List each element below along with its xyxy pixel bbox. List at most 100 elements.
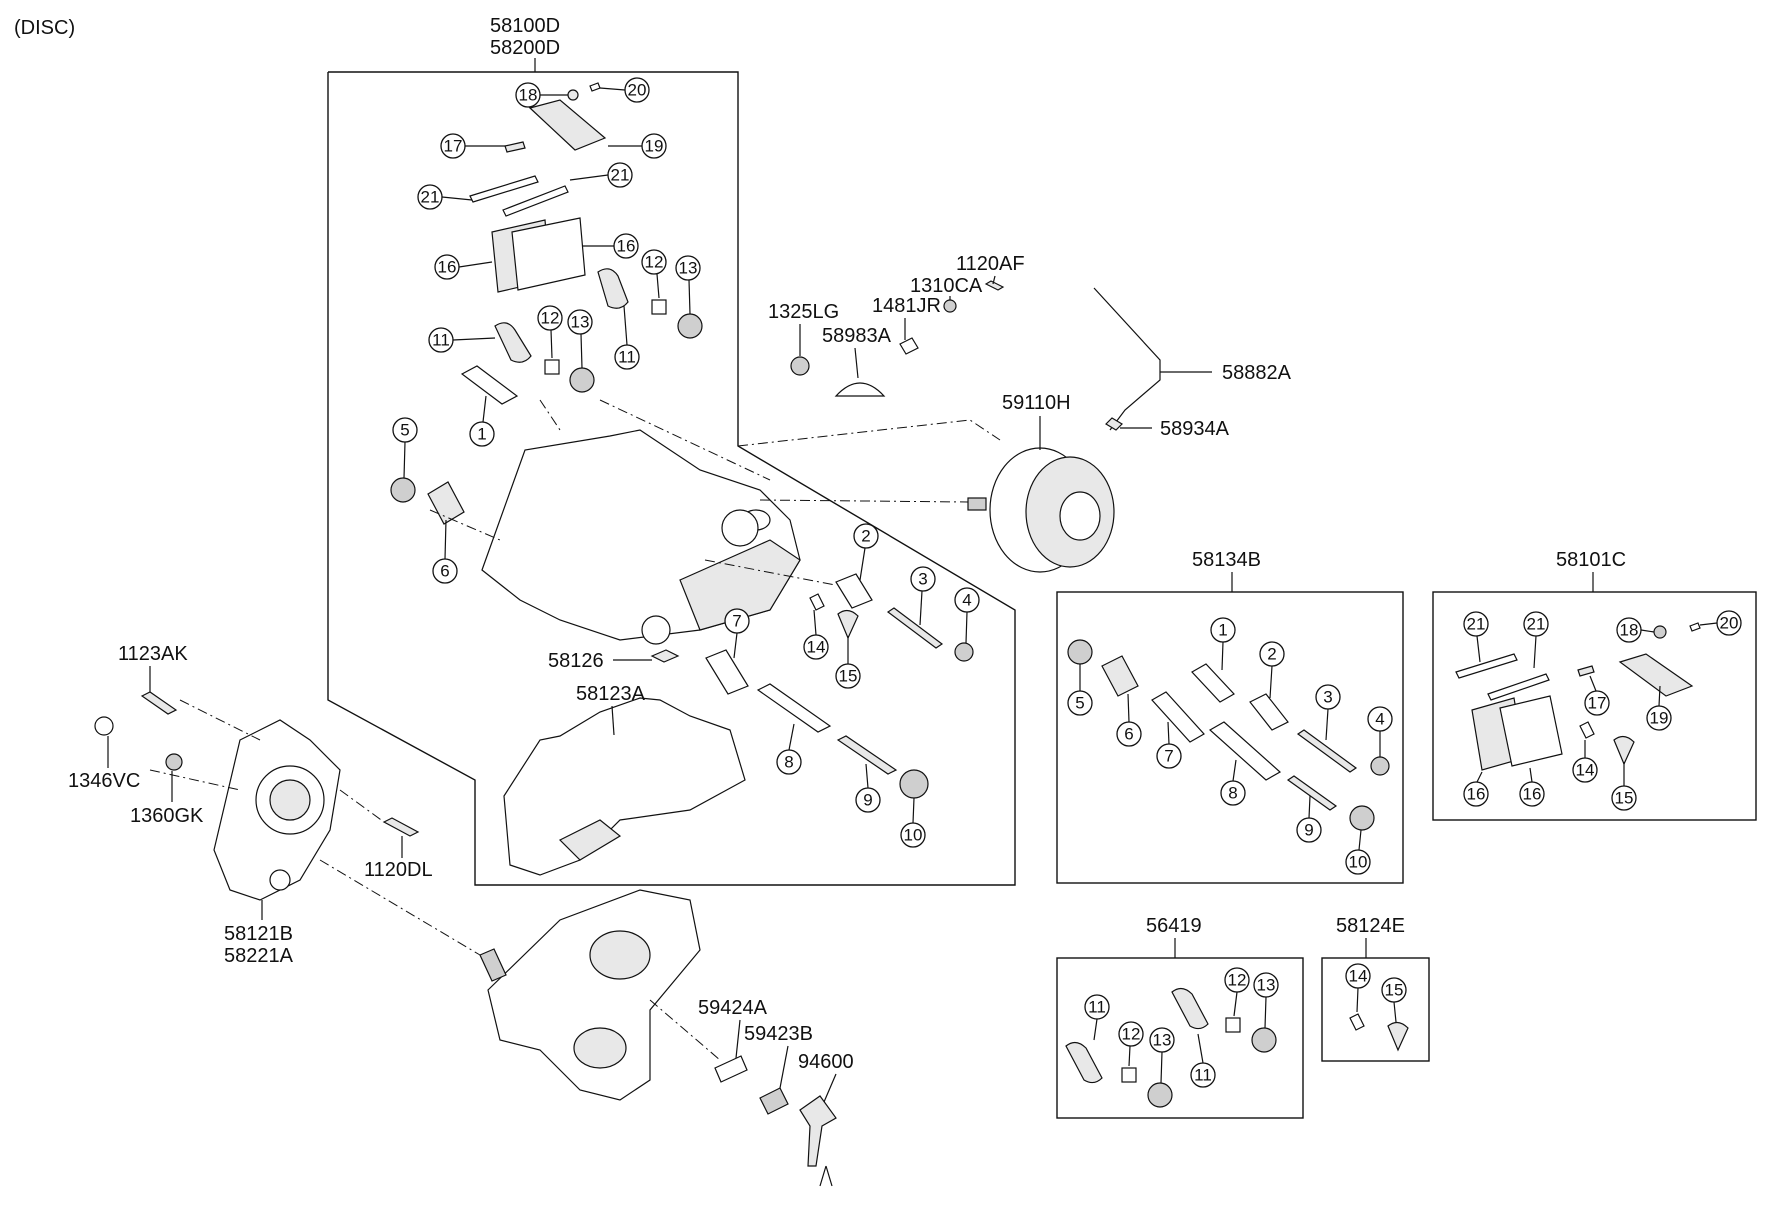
label-1325LG[interactable]: 1325LG <box>768 301 839 323</box>
wear-plate-21a <box>469 175 539 203</box>
label-1346VC[interactable]: 1346VC <box>68 770 140 792</box>
callout-19[interactable]: 19 <box>641 133 667 159</box>
main-assembly-outline <box>327 71 1016 886</box>
callout-12-top[interactable]: 12 <box>641 249 667 275</box>
callout-6[interactable]: 6 <box>432 558 458 584</box>
kit2-callout-16-left[interactable]: 16 <box>1463 781 1489 807</box>
kit1-callout-7[interactable]: 7 <box>1156 743 1182 769</box>
knuckle-spindle <box>479 948 507 982</box>
callout-7[interactable]: 7 <box>724 608 750 634</box>
svg-text:19: 19 <box>645 137 664 156</box>
sensor-15 <box>837 609 859 640</box>
callout-4[interactable]: 4 <box>954 587 980 613</box>
clip-1481JR <box>899 337 919 355</box>
kit2-callout-16-right[interactable]: 16 <box>1519 781 1545 807</box>
diagram-title: (DISC) <box>14 17 75 39</box>
svg-text:17: 17 <box>1588 694 1607 713</box>
caliper-mount-hole <box>641 615 671 645</box>
label-1120AF[interactable]: 1120AF <box>956 253 1025 275</box>
kit2-callout-19[interactable]: 19 <box>1646 705 1672 731</box>
kit1-callout-4[interactable]: 4 <box>1367 706 1393 732</box>
boot-6 <box>427 481 465 525</box>
label-94600[interactable]: 94600 <box>798 1051 854 1073</box>
label-1123AK[interactable]: 1123AK <box>118 643 188 665</box>
kit2-callout-15[interactable]: 15 <box>1611 785 1637 811</box>
callout-10[interactable]: 10 <box>900 822 926 848</box>
kit1-callout-10[interactable]: 10 <box>1345 849 1371 875</box>
brake-pad-16b <box>511 217 586 291</box>
kit3-callout-13-right[interactable]: 13 <box>1253 972 1279 998</box>
callout-2[interactable]: 2 <box>853 523 879 549</box>
label-58126[interactable]: 58126 <box>548 650 604 672</box>
callout-13-top[interactable]: 13 <box>675 255 701 281</box>
kit3-callout-12-left[interactable]: 12 <box>1118 1021 1144 1047</box>
kit-label-58124E[interactable]: 58124E <box>1336 915 1405 937</box>
callout-5[interactable]: 5 <box>392 417 418 443</box>
label-59110H[interactable]: 59110H <box>1002 392 1071 414</box>
kit1-callout-3[interactable]: 3 <box>1315 684 1341 710</box>
kit2-callout-17[interactable]: 17 <box>1584 690 1610 716</box>
kit3-callout-11-left[interactable]: 11 <box>1084 994 1110 1020</box>
callout-21-left[interactable]: 21 <box>417 184 443 210</box>
kit-label-58134B[interactable]: 58134B <box>1192 549 1261 571</box>
label-58934A[interactable]: 58934A <box>1160 418 1230 440</box>
kit-58134B: 58134B 5 6 1 7 2 8 3 9 4 10 <box>1056 549 1404 884</box>
steering-knuckle <box>487 889 701 1101</box>
callout-12-mid[interactable]: 12 <box>537 305 563 331</box>
kit1-callout-1[interactable]: 1 <box>1210 617 1236 643</box>
kit2-callout-21-left[interactable]: 21 <box>1463 611 1489 637</box>
kit1-callout-8[interactable]: 8 <box>1220 780 1246 806</box>
kit2-callout-14[interactable]: 14 <box>1572 757 1598 783</box>
callout-14[interactable]: 14 <box>803 634 829 660</box>
label-1360GK[interactable]: 1360GK <box>130 805 204 827</box>
svg-text:9: 9 <box>1304 821 1313 840</box>
kit3-callout-12-right[interactable]: 12 <box>1224 967 1250 993</box>
label-58123A[interactable]: 58123A <box>576 683 646 705</box>
label-58121B[interactable]: 58121B <box>224 923 293 945</box>
kit-label-56419[interactable]: 56419 <box>1146 915 1202 937</box>
kit2-callout-18[interactable]: 18 <box>1616 617 1642 643</box>
mount-group: 1123AK 1346VC 1360GK 1120DL 58121B 58221… <box>68 643 854 1187</box>
kit3-callout-13-left[interactable]: 13 <box>1149 1027 1175 1053</box>
kit1-callout-6[interactable]: 6 <box>1116 721 1142 747</box>
assembly-label-58100D[interactable]: 58100D <box>490 15 560 37</box>
label-58882A[interactable]: 58882A <box>1222 362 1292 384</box>
callout-16-right[interactable]: 16 <box>613 233 639 259</box>
boot-11a <box>597 268 629 309</box>
assembly-label-58200D[interactable]: 58200D <box>490 37 560 59</box>
callout-11-left[interactable]: 11 <box>428 327 454 353</box>
callout-17[interactable]: 17 <box>440 133 466 159</box>
kit2-callout-21-right[interactable]: 21 <box>1523 611 1549 637</box>
kit2-callout-20[interactable]: 20 <box>1716 610 1742 636</box>
kit4-callout-14[interactable]: 14 <box>1345 963 1371 989</box>
kit1-callout-2[interactable]: 2 <box>1259 641 1285 667</box>
label-1310CA[interactable]: 1310CA <box>910 275 983 297</box>
svg-text:11: 11 <box>1088 998 1106 1017</box>
callout-13-mid[interactable]: 13 <box>567 309 593 335</box>
bolt-17 <box>504 141 526 153</box>
svg-text:3: 3 <box>918 570 927 589</box>
kit3-callout-11-right[interactable]: 11 <box>1190 1062 1216 1088</box>
label-1481JR[interactable]: 1481JR <box>872 295 941 317</box>
label-59423B[interactable]: 59423B <box>744 1023 813 1045</box>
kit-56419: 56419 11 12 13 11 12 13 <box>1056 915 1304 1119</box>
callout-1[interactable]: 1 <box>469 421 495 447</box>
callout-9[interactable]: 9 <box>855 787 881 813</box>
kit1-callout-5[interactable]: 5 <box>1067 690 1093 716</box>
boot-11b <box>494 322 532 363</box>
callout-3[interactable]: 3 <box>910 566 936 592</box>
callout-8[interactable]: 8 <box>776 749 802 775</box>
callout-18[interactable]: 18 <box>515 82 541 108</box>
callout-15[interactable]: 15 <box>835 663 861 689</box>
kit-label-58101C[interactable]: 58101C <box>1556 549 1626 571</box>
label-59424A[interactable]: 59424A <box>698 997 768 1019</box>
label-58983A[interactable]: 58983A <box>822 325 892 347</box>
label-58221A[interactable]: 58221A <box>224 945 294 967</box>
callout-11-top[interactable]: 11 <box>614 344 640 370</box>
kit4-callout-15[interactable]: 15 <box>1381 977 1407 1003</box>
callout-20[interactable]: 20 <box>624 77 650 103</box>
kit1-callout-9[interactable]: 9 <box>1296 817 1322 843</box>
callout-21-right[interactable]: 21 <box>607 162 633 188</box>
callout-16-left[interactable]: 16 <box>434 254 460 280</box>
label-1120DL[interactable]: 1120DL <box>364 859 433 881</box>
